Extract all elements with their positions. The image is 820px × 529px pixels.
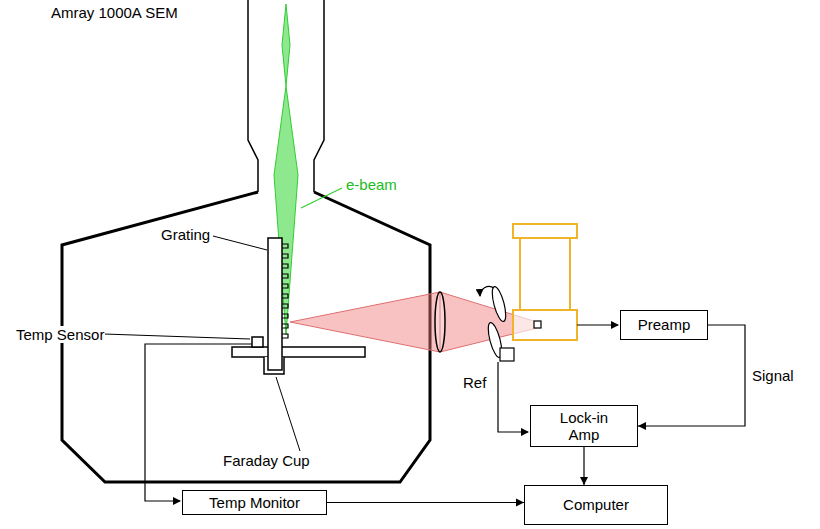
beam-label: e-beam: [345, 176, 398, 193]
connector-line: [327, 502, 524, 503]
light-cone: [290, 292, 440, 352]
column-wall: [314, 0, 324, 192]
signal-connector: [638, 325, 745, 430]
detector-cap: [513, 224, 577, 238]
chopper-blade: [490, 285, 509, 322]
title-label: Amray 1000A SEM: [50, 4, 179, 21]
detector-element: [534, 321, 541, 328]
part-label: Faraday Cup: [222, 452, 311, 469]
leader-line: [301, 188, 342, 208]
detector-wire: [577, 324, 618, 325]
column-wall: [248, 0, 258, 192]
process-box: Temp Monitor: [182, 490, 327, 515]
part-label: Grating: [160, 226, 211, 243]
leader-line: [104, 334, 250, 339]
part-label: Temp Sensor: [15, 326, 105, 343]
arrow-head: [516, 499, 524, 507]
chopper-motor: [500, 348, 514, 361]
connector-line: [638, 325, 745, 426]
leader-line: [213, 236, 267, 250]
edge-label: Signal: [751, 367, 795, 384]
grating: [268, 238, 282, 370]
ref-wire: [498, 362, 528, 432]
arrow-head: [638, 422, 646, 430]
detector-dewar: [520, 238, 570, 310]
box-text: Temp Monitor: [209, 494, 300, 511]
leader-line: [276, 377, 300, 451]
detector-head: [513, 310, 577, 340]
rotation-arrow: [480, 286, 494, 296]
lens: [435, 292, 445, 352]
arrow-head: [580, 477, 588, 485]
sensor-wire: [145, 344, 252, 501]
signal-connector: [580, 447, 588, 485]
signal-name: Ref: [462, 374, 487, 391]
temp-sensor: [252, 337, 263, 347]
signal-connector: [327, 499, 524, 507]
grating-teeth: [282, 244, 288, 338]
process-box: Lock-in Amp: [530, 405, 638, 447]
box-text: Lock-in Amp: [552, 409, 616, 444]
process-box: Computer: [524, 485, 668, 525]
box-text: Computer: [563, 496, 629, 513]
process-box: Preamp: [620, 310, 708, 340]
box-text: Preamp: [638, 316, 691, 333]
stage-plate: [232, 347, 365, 357]
